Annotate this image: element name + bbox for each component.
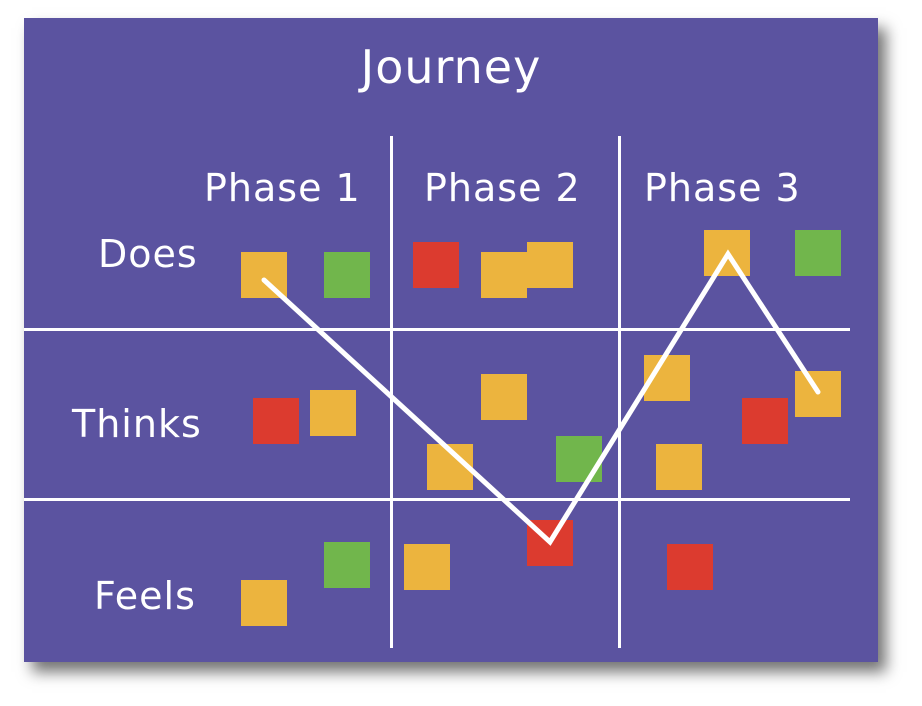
row-label-thinks: Thinks	[72, 402, 202, 446]
sticky-note	[324, 252, 370, 298]
row-label-does: Does	[98, 232, 198, 276]
sticky-note	[481, 374, 527, 420]
sticky-note	[413, 242, 459, 288]
row-label-feels: Feels	[94, 574, 196, 618]
sticky-note	[527, 242, 573, 288]
column-divider-1	[390, 136, 393, 648]
phase-2-header: Phase 2	[424, 166, 581, 210]
board-title: Journey	[360, 40, 542, 94]
row-divider-2	[24, 498, 850, 501]
sticky-note	[427, 444, 473, 490]
sticky-note	[556, 436, 602, 482]
sticky-note	[795, 230, 841, 276]
sticky-note	[527, 520, 573, 566]
sticky-note	[404, 544, 450, 590]
sticky-note	[644, 355, 690, 401]
sticky-note	[795, 371, 841, 417]
sticky-note	[241, 580, 287, 626]
sticky-note	[704, 230, 750, 276]
row-divider-1	[24, 328, 850, 331]
sticky-note	[241, 252, 287, 298]
sticky-note	[656, 444, 702, 490]
sticky-note	[253, 398, 299, 444]
sticky-note	[324, 542, 370, 588]
phase-3-header: Phase 3	[644, 166, 801, 210]
phase-1-header: Phase 1	[204, 166, 361, 210]
sticky-note	[481, 252, 527, 298]
column-divider-2	[618, 136, 621, 648]
sticky-note	[667, 544, 713, 590]
journey-board: Journey Phase 1 Phase 2 Phase 3 Does Thi…	[24, 18, 878, 662]
sticky-note	[310, 390, 356, 436]
sticky-note	[742, 398, 788, 444]
